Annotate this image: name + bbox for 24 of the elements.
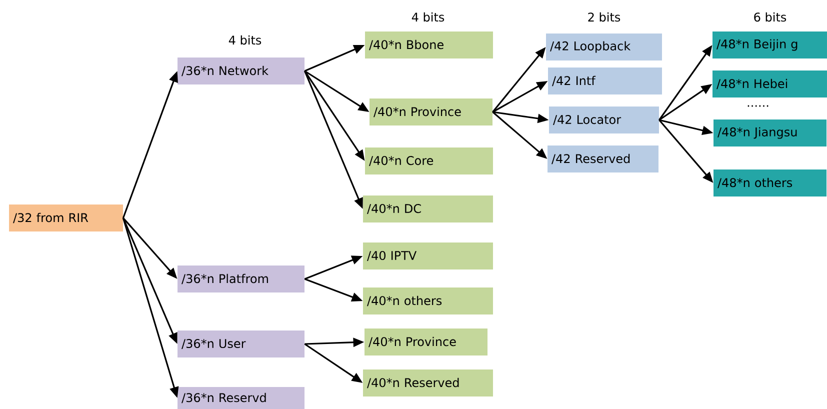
- bit-width-label: 4 bits: [228, 35, 262, 45]
- address-box: /42 Loopback: [546, 34, 662, 60]
- address-box: /42 Locator: [549, 106, 659, 134]
- address-box: /40*n Bbone: [365, 32, 493, 58]
- address-box: /36*n User: [178, 330, 304, 358]
- address-box: /48*n others: [714, 170, 826, 196]
- address-box: /48*n Beijin g: [712, 32, 827, 58]
- address-box: /48*n Hebei: [712, 70, 827, 98]
- address-box: /36*n Network: [178, 58, 304, 84]
- address-box: /40*n Province: [370, 98, 492, 126]
- address-box: /40*n Reserved: [363, 370, 493, 396]
- address-box: /32 from RIR: [9, 204, 123, 232]
- address-box: /42 Intf: [548, 68, 662, 94]
- address-box: /36*n Reservd: [178, 387, 304, 409]
- address-box: /40*n DC: [363, 196, 493, 222]
- bit-width-label: 2 bits: [588, 12, 620, 22]
- address-box: /40*n others: [363, 288, 493, 314]
- address-box: /36*n Platfrom: [178, 266, 304, 292]
- address-box: /40*n Province: [364, 328, 488, 356]
- address-box: /42 Reserved: [548, 146, 658, 172]
- address-box: /40 IPTV: [363, 242, 493, 270]
- address-box: /48*n Jiangsu: [714, 120, 826, 146]
- address-box: /40*n Core: [365, 148, 493, 174]
- ellipsis: ......: [748, 105, 768, 107]
